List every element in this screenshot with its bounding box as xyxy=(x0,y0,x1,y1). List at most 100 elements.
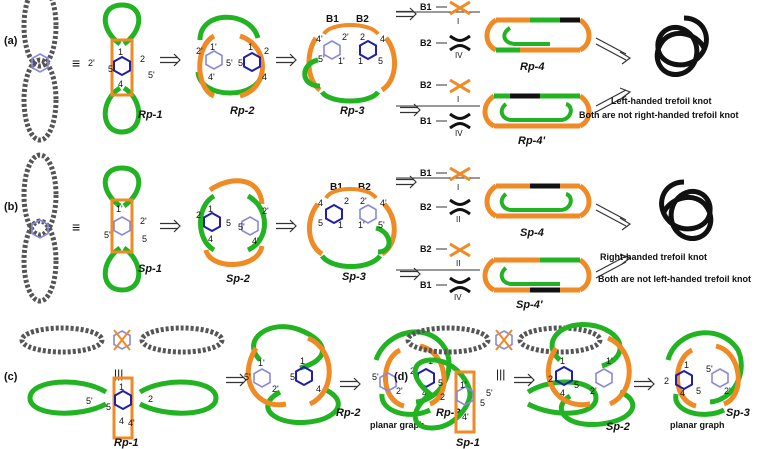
label-a-2: Rp-2 xyxy=(230,105,254,117)
svg-text:4: 4 xyxy=(119,416,124,426)
svg-text:≡: ≡ xyxy=(72,55,80,71)
svg-text:1: 1 xyxy=(208,204,213,214)
svg-text:1: 1 xyxy=(560,356,565,366)
chain-model-d xyxy=(408,328,600,352)
result-a-line2: Both are not right-handed trefoil knot xyxy=(579,110,739,120)
label-a-4: Rp-4 xyxy=(520,61,544,73)
crossings-b-top: B1 I B2 II xyxy=(395,166,480,224)
label-d-3: Sp-3 xyxy=(726,407,750,419)
svg-text:5': 5' xyxy=(378,220,385,230)
svg-text:B2: B2 xyxy=(420,202,432,212)
svg-text:1': 1' xyxy=(210,42,217,52)
svg-text:B1: B1 xyxy=(420,280,432,290)
label-b-4: Sp-4 xyxy=(520,227,544,239)
label-d-1: Sp-1 xyxy=(456,437,480,449)
svg-text:I: I xyxy=(457,183,459,192)
svg-text:4': 4' xyxy=(316,34,323,44)
knot-arrows-a xyxy=(595,37,632,113)
svg-text:1: 1 xyxy=(338,220,343,230)
svg-text:4: 4 xyxy=(380,34,385,44)
svg-text:4: 4 xyxy=(208,234,213,244)
svg-text:2': 2' xyxy=(196,46,203,56)
svg-text:5: 5 xyxy=(142,234,147,244)
panel-c-tag: (c) xyxy=(4,371,18,383)
svg-text:1': 1' xyxy=(338,56,345,66)
svg-text:B1: B1 xyxy=(420,2,432,12)
chain-model-b xyxy=(24,155,56,301)
svg-text:4': 4' xyxy=(462,412,469,422)
svg-text:2': 2' xyxy=(396,386,403,396)
svg-text:1: 1 xyxy=(118,47,123,57)
structure-b-1: 1' 2' 5' 5 Sp-1 xyxy=(102,165,162,293)
label-b-2: Sp-2 xyxy=(226,273,250,285)
svg-text:II: II xyxy=(456,215,460,224)
svg-text:2': 2' xyxy=(724,386,731,396)
panel-d: (d) ||| 1' 2 5 5' 4' Sp-1 1 xyxy=(394,322,750,449)
svg-text:IV: IV xyxy=(455,51,463,60)
svg-text:2: 2 xyxy=(148,394,153,404)
structure-d-3: 2 1 5 4 5' 2' Sp-3 planar graph xyxy=(664,330,750,430)
svg-text:5: 5 xyxy=(238,58,243,68)
caption-c: planar graph xyxy=(370,420,425,430)
svg-text:B2: B2 xyxy=(420,244,432,254)
chain-model-a xyxy=(24,0,56,140)
structure-a-4p: Rp-4' xyxy=(482,93,592,147)
svg-text:II: II xyxy=(456,259,460,268)
svg-text:1: 1 xyxy=(248,42,253,52)
svg-text:2': 2' xyxy=(342,32,349,42)
svg-text:4: 4 xyxy=(680,388,685,398)
label-a-3: Rp-3 xyxy=(340,105,364,117)
svg-text:B2: B2 xyxy=(358,182,371,193)
svg-text:5: 5 xyxy=(438,378,443,388)
svg-text:5: 5 xyxy=(574,380,579,390)
svg-text:I: I xyxy=(457,17,459,26)
svg-text:I: I xyxy=(457,95,459,104)
label-c-2: Rp-2 xyxy=(336,407,360,419)
svg-text:5': 5' xyxy=(226,58,233,68)
svg-text:2': 2' xyxy=(360,196,367,206)
panel-d-tag: (d) xyxy=(394,371,408,383)
svg-text:IV: IV xyxy=(455,129,463,138)
crossings-a-top: B1 I B2 IV xyxy=(395,0,480,60)
svg-text:5': 5' xyxy=(706,364,713,374)
label-b-3: Sp-3 xyxy=(342,271,366,283)
structure-a-1: 1 5 4 2 2' 5' Rp-1 xyxy=(88,2,162,135)
svg-text:4': 4' xyxy=(128,418,135,428)
svg-text:5': 5' xyxy=(244,372,251,382)
svg-text:1': 1' xyxy=(358,220,365,230)
structure-a-3: B1 B2 4' 2' 2 4 5' 1' 1 5 Rp-3 xyxy=(302,14,398,117)
svg-text:5': 5' xyxy=(104,230,111,240)
svg-text:1': 1' xyxy=(460,380,467,390)
svg-text:5': 5' xyxy=(318,54,325,64)
svg-text:2': 2' xyxy=(140,216,147,226)
label-b-1: Sp-1 xyxy=(138,263,162,275)
svg-text:5: 5 xyxy=(290,372,295,382)
crossings-a-bottom: B2 I B1 IV xyxy=(396,78,480,138)
svg-text:2: 2 xyxy=(140,54,145,64)
svg-text:2: 2 xyxy=(264,46,269,56)
svg-text:B1: B1 xyxy=(420,168,432,178)
svg-text:5: 5 xyxy=(318,218,323,228)
label-a-4p: Rp-4' xyxy=(518,135,545,147)
svg-text:2: 2 xyxy=(664,376,669,386)
structure-d-1: 1' 2 5 5' 4' Sp-1 xyxy=(412,357,599,449)
svg-text:1: 1 xyxy=(300,356,305,366)
caption-d: planar graph xyxy=(670,420,725,430)
svg-text:2': 2' xyxy=(262,206,269,216)
svg-text:2: 2 xyxy=(196,210,201,220)
knot-arrows-b xyxy=(595,203,632,279)
svg-text:B2: B2 xyxy=(356,14,369,25)
svg-text:5: 5 xyxy=(106,402,111,412)
svg-text:|||: ||| xyxy=(496,367,505,381)
svg-text:1': 1' xyxy=(116,204,123,214)
svg-text:1: 1 xyxy=(119,382,124,392)
svg-text:B2: B2 xyxy=(420,38,432,48)
svg-text:2: 2 xyxy=(410,366,415,376)
svg-text:5: 5 xyxy=(480,398,485,408)
svg-text:4: 4 xyxy=(318,198,323,208)
svg-text:B2: B2 xyxy=(420,80,432,90)
panel-a: (a) ≡ 1 5 4 2 2' 5' Rp-1 xyxy=(4,0,739,147)
chain-model-c xyxy=(22,328,222,352)
panel-b-tag: (b) xyxy=(4,201,18,213)
